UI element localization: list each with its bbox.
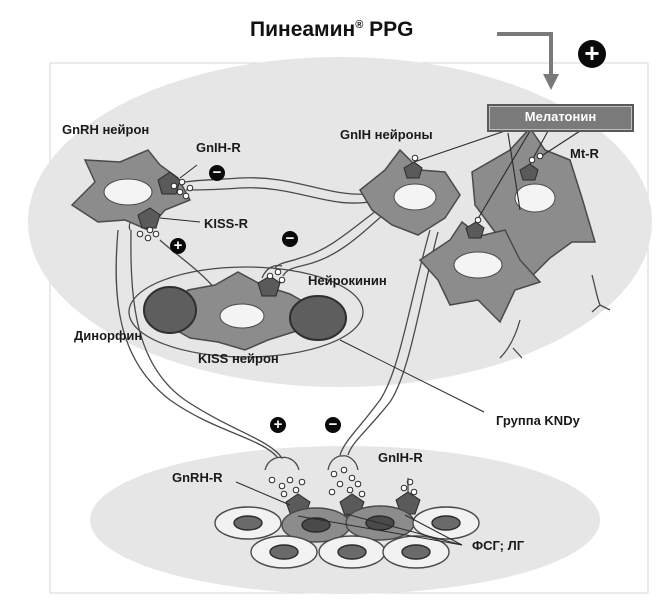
gnih-neurons-label: GnIH нейроны: [340, 127, 433, 142]
title-arrow: [497, 32, 553, 76]
gnrh-nucleus: [103, 178, 153, 206]
gnih-nucleus-2: [514, 183, 556, 213]
axons: [115, 177, 611, 459]
kiss-r-receptor: [137, 207, 161, 229]
pit-cell-5-nucleus: [269, 544, 299, 560]
mt-r-label: Mt-R: [570, 146, 599, 161]
neurokinin-vesicle: [289, 295, 347, 341]
pit-cell-4-nucleus: [431, 515, 461, 531]
mt-r-receptor-3: [465, 221, 485, 239]
neurokinin-label: Нейрокинин: [308, 273, 387, 288]
kiss-neuron-label: KISS нейрон: [198, 351, 279, 366]
kiss-nucleus: [219, 303, 265, 329]
vesicles: [136, 152, 544, 498]
pituitary-minus-sign: −: [325, 417, 341, 433]
title-arrowhead: [543, 74, 559, 90]
kiss-r-label: KISS-R: [204, 216, 249, 231]
title-plus-sign: +: [578, 40, 606, 68]
dynorphin-label: Динорфин: [74, 328, 143, 343]
title-suffix: PPG: [369, 18, 414, 41]
leader-lines: [159, 164, 485, 546]
gnrh-neuron: [70, 149, 192, 231]
pit-cell-7-nucleus: [401, 544, 431, 560]
gnih-neuron-3: [418, 220, 542, 324]
pit-cell-2-nucleus: [301, 517, 331, 533]
pit-cell-1-nucleus: [233, 515, 263, 531]
title-name: Пинеамин: [250, 18, 356, 41]
diagram-title: Пинеамин® PPG: [250, 18, 414, 42]
gnih-nucleus-3: [453, 251, 503, 279]
mt-r-receptor-1: [403, 161, 423, 179]
melatonin-lines: [413, 130, 581, 223]
mt-r-receptor-2: [519, 163, 539, 181]
kndy-minus-sign: −: [282, 231, 298, 247]
melatonin-box: Мелатонин: [487, 104, 634, 132]
kiss-plus-sign: +: [170, 238, 186, 254]
gnrh-neuron-label: GnRH нейрон: [62, 122, 150, 137]
dynorphin-vesicle: [143, 286, 197, 334]
gnih-r-bottom-label: GnIH-R: [378, 450, 423, 465]
pit-cell-6-nucleus: [337, 544, 367, 560]
pituitary-plus-sign: +: [270, 417, 286, 433]
gnih-neuron-1: [359, 148, 461, 236]
kndy-ellipse: [128, 266, 364, 358]
gnih-nucleus-1: [393, 183, 437, 211]
gnih-r-top-label: GnIH-R: [196, 140, 241, 155]
kndy-group-label: Группа KNDy: [496, 413, 580, 428]
title-mark: ®: [355, 19, 364, 31]
fsh-lh-label: ФСГ; ЛГ: [472, 538, 525, 553]
gnih-minus-sign: −: [209, 165, 225, 181]
gnrh-r-label: GnRH-R: [172, 470, 223, 485]
